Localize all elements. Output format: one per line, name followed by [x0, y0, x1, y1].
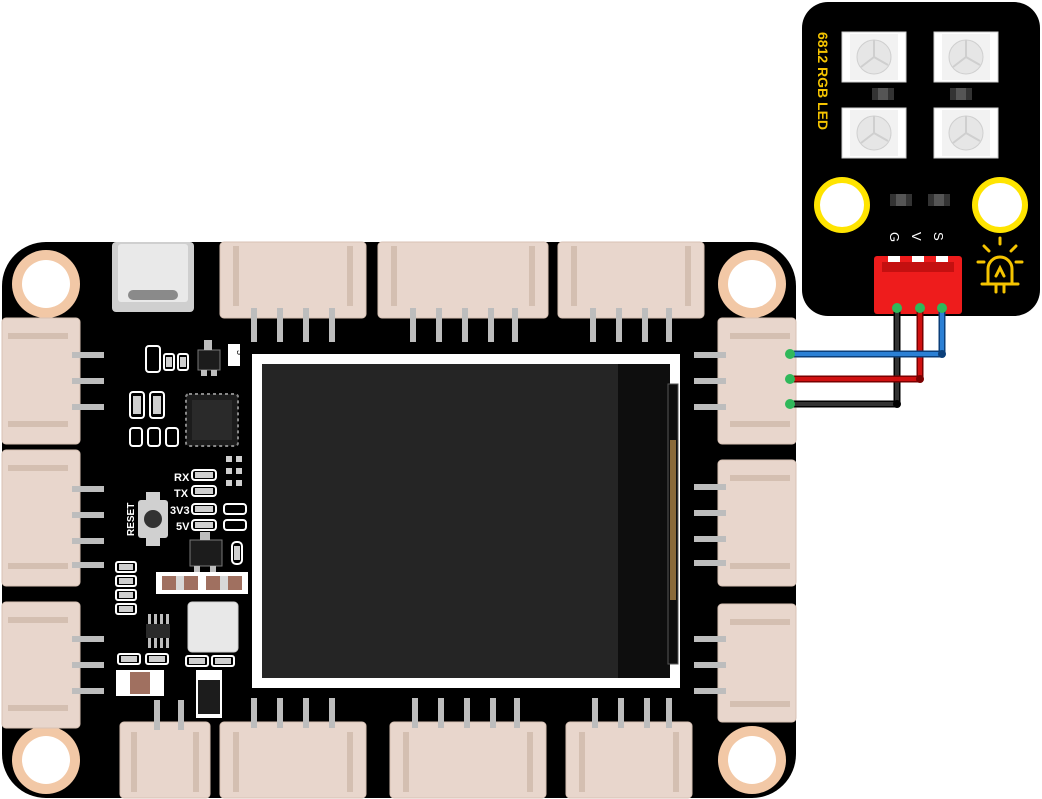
chip-mark: 5	[228, 344, 245, 366]
smd-components	[115, 345, 247, 667]
right-connector-2	[694, 459, 797, 587]
top-connector-3	[557, 241, 705, 342]
right-connector-1	[694, 317, 797, 445]
pin-label-v: V	[909, 232, 924, 241]
label-5v: 5V	[176, 521, 190, 533]
label-rx: RX	[174, 472, 190, 484]
lcd-screen	[252, 354, 680, 688]
module-title: 6812 RGB LED	[815, 32, 831, 130]
mount-hole-br	[718, 726, 786, 794]
pin-label-g: G	[887, 232, 902, 242]
regulator-top	[197, 340, 221, 376]
label-3v3: 3V3	[170, 505, 190, 517]
left-connector-3	[1, 601, 104, 729]
smd-pads	[119, 357, 242, 664]
rgb-led-2	[933, 31, 999, 83]
rgb-led-4	[933, 107, 999, 159]
bottom-connector-4	[565, 698, 693, 799]
chip-mark-label: 5	[235, 350, 245, 355]
regulator-mid	[189, 532, 223, 572]
bottom-connector-1	[119, 700, 211, 799]
reset-button	[138, 492, 168, 546]
top-connector-1	[219, 241, 367, 342]
small-ic	[146, 614, 170, 648]
left-connector-2	[1, 449, 104, 587]
resistor-strip	[156, 572, 248, 594]
mount-hole-tl	[12, 250, 80, 318]
label-tx: TX	[174, 488, 189, 500]
rgb-led-module: 6812 RGB LED	[802, 2, 1040, 316]
rgb-led-3	[841, 107, 907, 159]
module-hole-right	[972, 177, 1028, 233]
mount-hole-bl	[12, 726, 80, 794]
left-connector-1	[1, 317, 104, 445]
controller-board: RX TX 3V3 5V RESET 5	[1, 241, 797, 799]
rgb-led-1	[841, 31, 907, 83]
module-hole-left	[814, 177, 870, 233]
module-capacitors	[872, 88, 972, 206]
inductor	[187, 601, 239, 653]
diode-bottom	[196, 670, 222, 718]
label-reset: RESET	[126, 503, 137, 536]
right-connector-3	[694, 603, 797, 723]
mount-hole-tr	[718, 250, 786, 318]
top-connector-2	[377, 241, 549, 342]
bottom-connector-3	[389, 698, 547, 799]
led-light-icon	[976, 236, 1024, 294]
mcu-chip	[185, 393, 239, 447]
pin-label-s: S	[931, 232, 946, 241]
wires	[785, 303, 947, 409]
module-header	[874, 256, 962, 314]
bottom-connector-2	[219, 698, 367, 799]
capacitor-bottom	[116, 670, 164, 696]
usb-c-connector	[112, 242, 194, 312]
